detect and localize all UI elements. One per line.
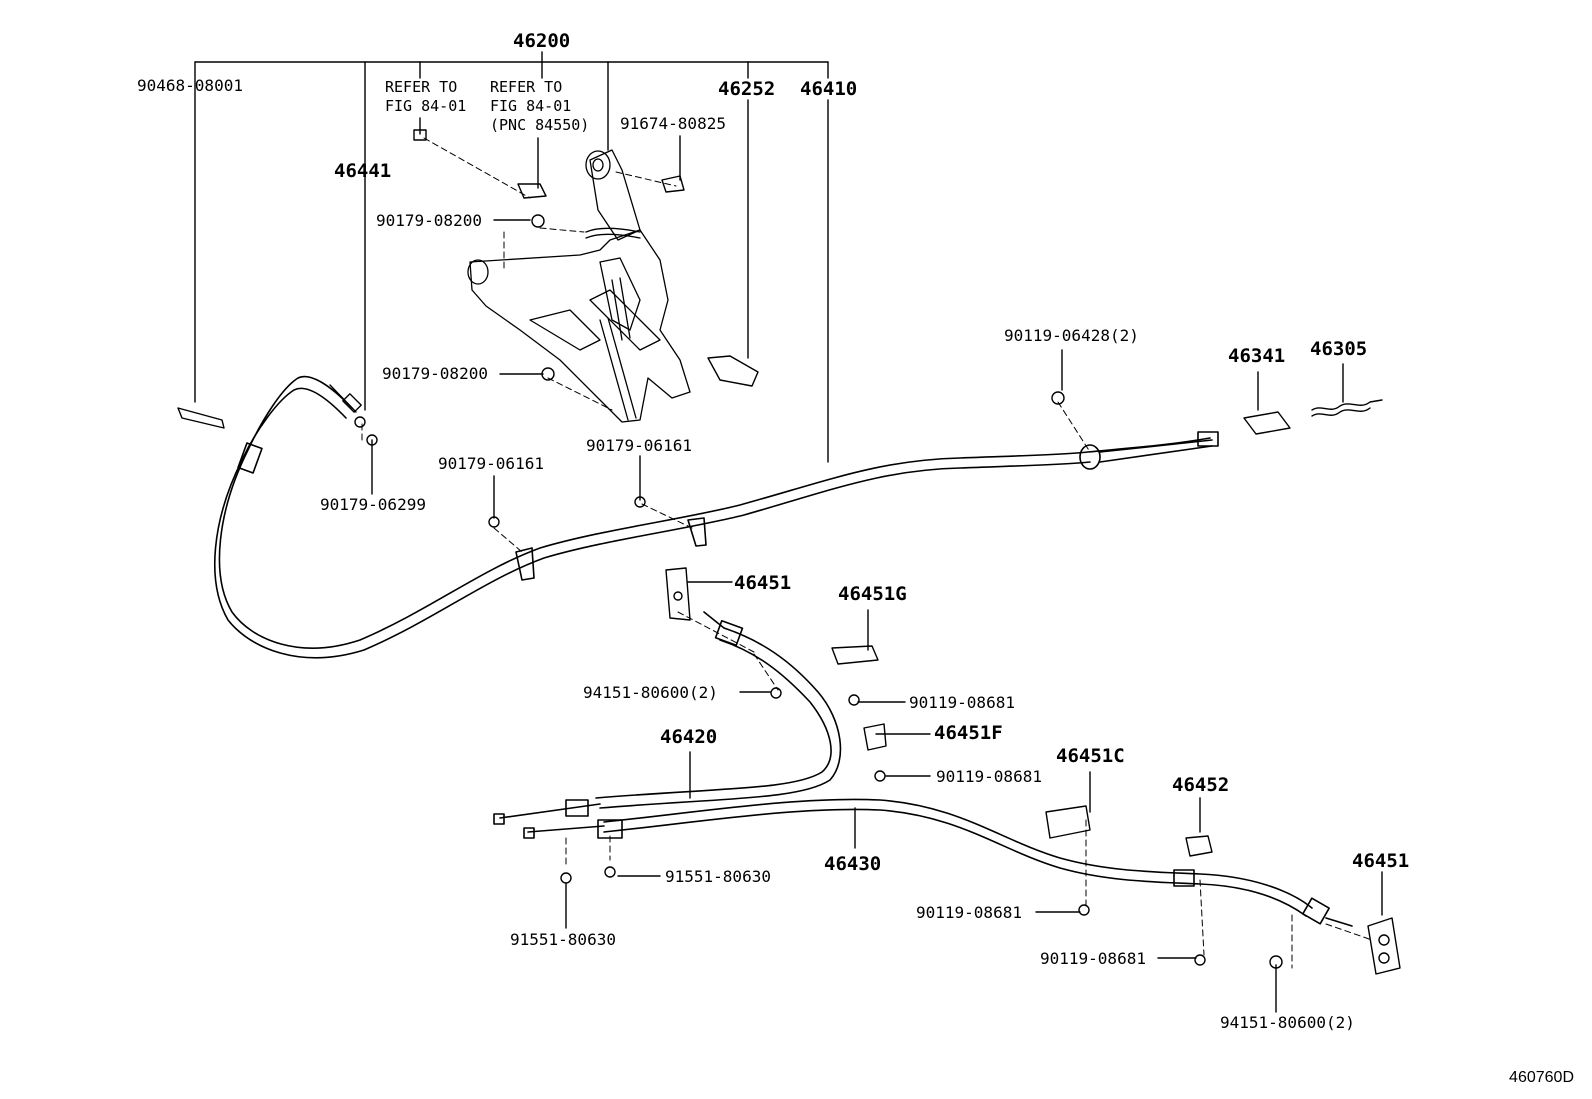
cable-46430: [524, 799, 1352, 926]
label-46430: 46430: [824, 853, 882, 875]
label-90179-08200-upper: 90179-08200: [376, 211, 482, 230]
label-90119-08681-c: 90119-08681: [916, 903, 1022, 922]
rear-brackets: [561, 568, 1400, 974]
label-46441: 46441: [334, 160, 392, 182]
cable-46420: [494, 612, 840, 824]
label-46410: 46410: [800, 78, 858, 100]
label-refer-to-fig-84-01-b: REFER TO FIG 84-01 (PNC 84550): [490, 78, 590, 134]
figure-id: 460760D: [1509, 1069, 1574, 1086]
label-46451-lower: 46451: [1352, 850, 1410, 872]
leader-lines: [372, 118, 1382, 1012]
clip-90468-08001: [178, 408, 224, 428]
label-94151-80600-upper: 94151-80600(2): [583, 683, 718, 702]
label-46200: 46200: [513, 30, 571, 52]
label-91551-80630-right: 91551-80630: [665, 867, 771, 886]
label-46420: 46420: [660, 726, 718, 748]
label-90119-08681-b: 90119-08681: [936, 767, 1042, 786]
lever-assembly-46200: [468, 150, 690, 422]
label-46451-upper: 46451: [734, 572, 792, 594]
label-90179-08200-lower: 90179-08200: [382, 364, 488, 383]
label-46451G: 46451G: [838, 583, 907, 605]
dashed-alignment-lines: [362, 138, 1372, 968]
label-46452: 46452: [1172, 774, 1230, 796]
label-90179-06161-left: 90179-06161: [438, 454, 544, 473]
cable-adjuster-46441: [330, 385, 377, 445]
label-94151-80600-lower: 94151-80600(2): [1220, 1013, 1355, 1032]
label-46341: 46341: [1228, 345, 1286, 367]
lever-small-parts: [414, 130, 758, 527]
label-91674-80825: 91674-80825: [620, 114, 726, 133]
cable-46410: [215, 377, 1218, 658]
label-90119-08681-d: 90119-08681: [1040, 949, 1146, 968]
label-90468-08001: 90468-08001: [137, 76, 243, 95]
assembly-bracket-46200: [195, 52, 828, 462]
label-90119-08681-a: 90119-08681: [909, 693, 1015, 712]
label-91551-80630-bottom: 91551-80630: [510, 930, 616, 949]
label-46451F: 46451F: [934, 722, 1003, 744]
label-46451C: 46451C: [1056, 745, 1125, 767]
label-90119-06428: 90119-06428(2): [1004, 326, 1139, 345]
label-46252: 46252: [718, 78, 776, 100]
label-90179-06161-right: 90179-06161: [586, 436, 692, 455]
label-46305: 46305: [1310, 338, 1368, 360]
label-refer-to-fig-84-01-a: REFER TO FIG 84-01: [385, 78, 467, 115]
rear-end-parts: [1052, 392, 1382, 434]
label-90179-06299: 90179-06299: [320, 495, 426, 514]
